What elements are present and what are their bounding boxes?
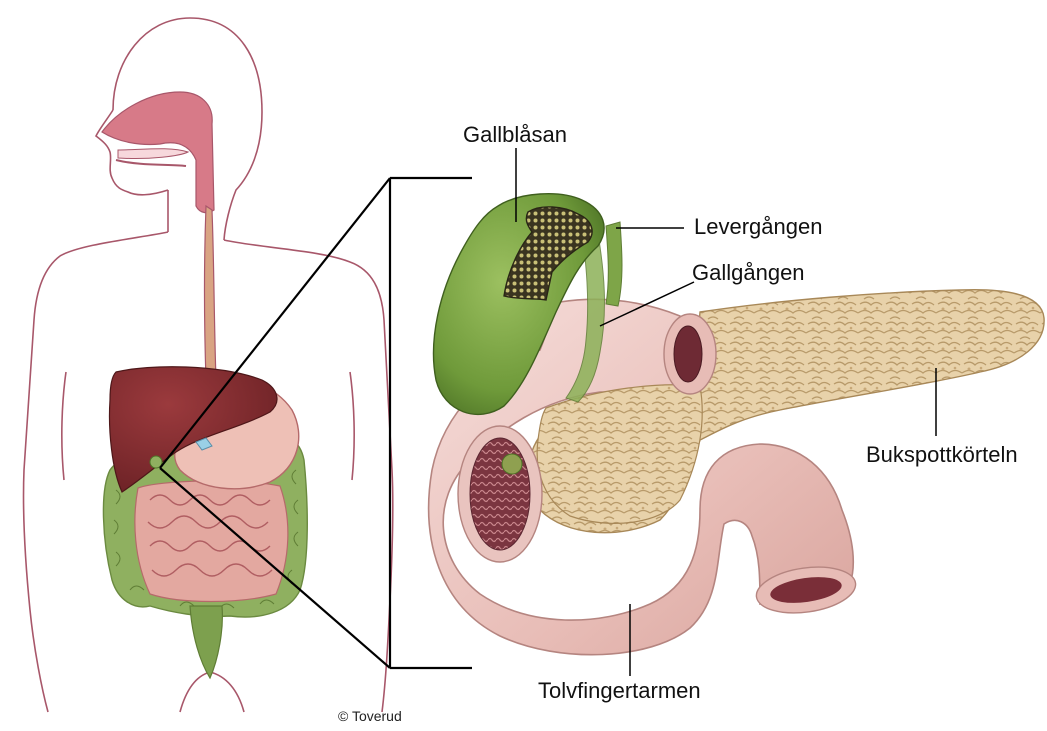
rectum: [190, 606, 222, 678]
esophagus: [205, 206, 217, 380]
label-bile-duct: Gallgången: [692, 262, 805, 284]
copyright-notice: © Toverud: [338, 708, 402, 724]
pancreas-head: [537, 385, 702, 524]
label-hepatic-duct: Levergången: [694, 216, 822, 238]
label-duodenum: Tolvfingertarmen: [538, 680, 701, 702]
hepatic-duct-structure: [606, 222, 622, 306]
label-gallbladder: Gallblåsan: [463, 124, 567, 146]
oral-cavity: [102, 92, 214, 213]
label-pancreas: Bukspottkörteln: [866, 444, 1018, 466]
